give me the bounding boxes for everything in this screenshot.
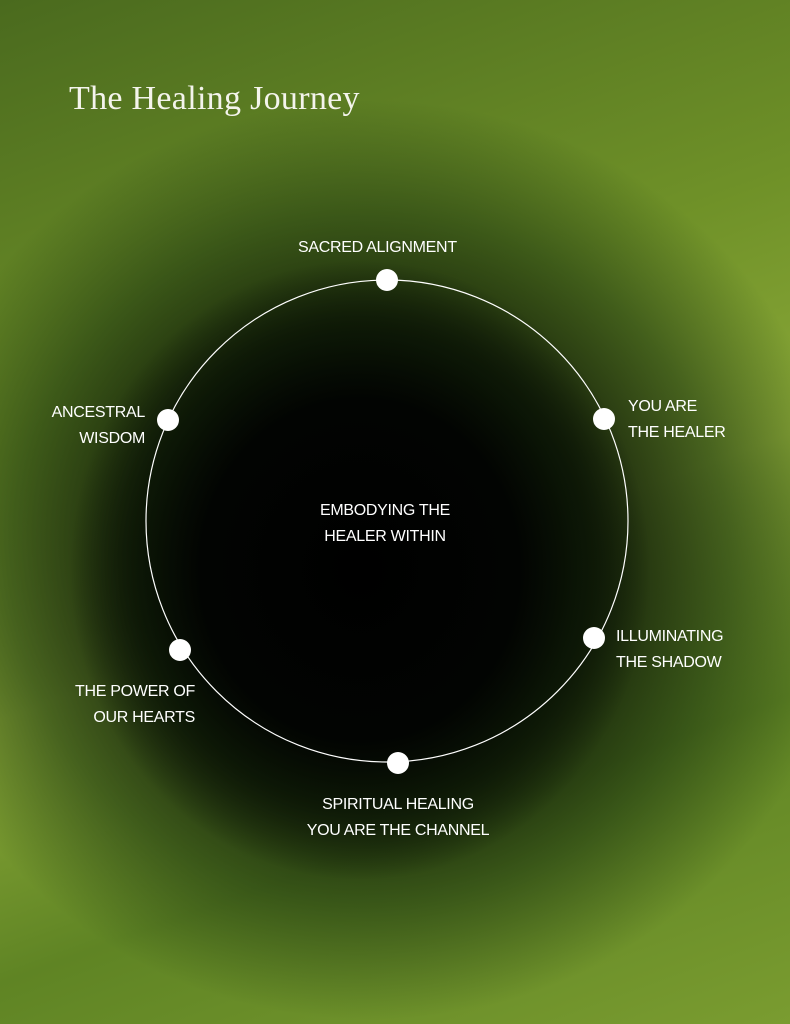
label-line: ANCESTRAL [51, 404, 146, 421]
label-sacred-alignment: SACRED ALIGNMENT [298, 235, 457, 261]
label-line: SACRED ALIGNMENT [298, 239, 457, 256]
center-line-1: EMBODYING THE [319, 502, 451, 519]
label-line: THE POWER OF [75, 683, 195, 700]
page-title: The Healing Journey [69, 80, 360, 117]
label-line: OUR HEARTS [93, 709, 195, 726]
label-spiritual-healing: SPIRITUAL HEALING YOU ARE THE CHANNEL [307, 792, 490, 844]
label-line: SPIRITUAL HEALING [322, 796, 474, 813]
label-ancestral-wisdom: ANCESTRAL WISDOM [38, 400, 146, 452]
node-illuminating-the-shadow [583, 627, 605, 649]
label-line: ILLUMINATING [616, 628, 724, 645]
label-line: THE SHADOW [616, 654, 722, 671]
label-line: THE HEALER [628, 424, 726, 441]
node-sacred-alignment [376, 269, 398, 291]
label-line: YOU ARE THE CHANNEL [306, 822, 490, 839]
node-ancestral-wisdom [157, 409, 179, 431]
label-line: YOU ARE [628, 398, 698, 415]
node-you-are-the-healer [593, 408, 615, 430]
label-you-are-the-healer: YOU ARE THE HEALER [628, 394, 726, 446]
center-label: EMBODYING THE HEALER WITHIN [320, 498, 450, 550]
center-line-2: HEALER WITHIN [324, 528, 446, 545]
label-line: WISDOM [79, 430, 145, 447]
node-spiritual-healing [387, 752, 409, 774]
node-power-of-our-hearts [169, 639, 191, 661]
label-illuminating-the-shadow: ILLUMINATING THE SHADOW [616, 624, 724, 676]
label-power-of-our-hearts: THE POWER OF OUR HEARTS [69, 679, 195, 731]
